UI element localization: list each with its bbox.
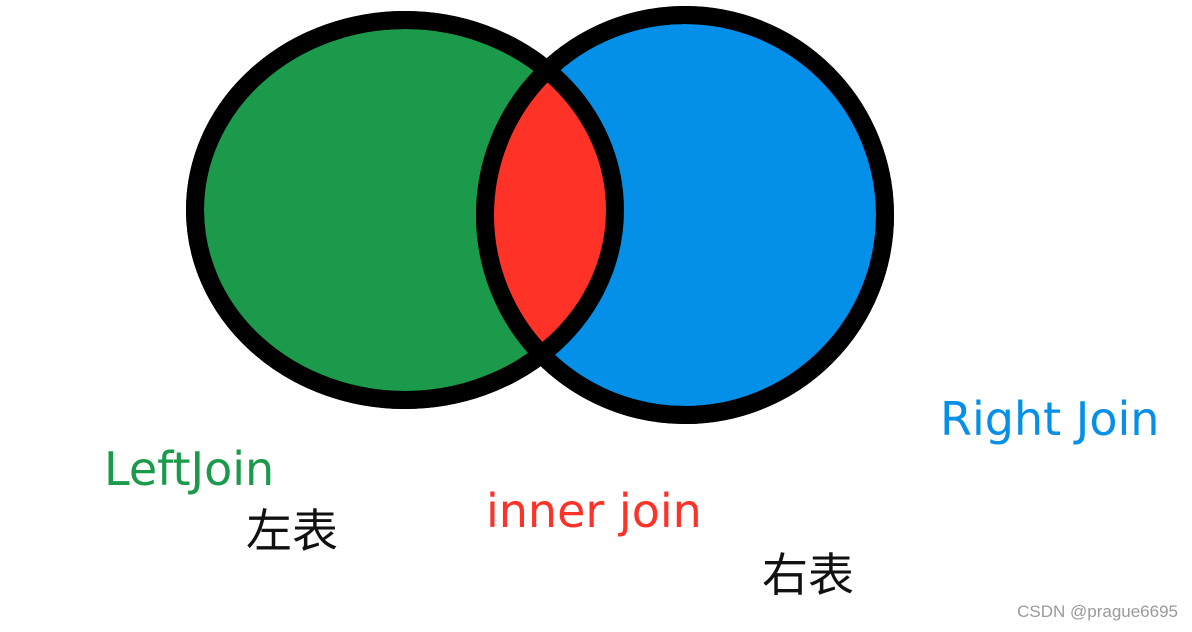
right-join-label: Right Join [940, 392, 1160, 446]
right-table-outline [476, 6, 894, 424]
csdn-watermark: CSDN @prague6695 [1017, 602, 1178, 621]
left-table-outline [186, 11, 624, 409]
right-table-label: 右表 [762, 548, 854, 602]
inner-join-label: inner join [486, 484, 702, 538]
left-join-label: LeftJoin [104, 442, 275, 496]
left-table-label: 左表 [246, 504, 338, 558]
